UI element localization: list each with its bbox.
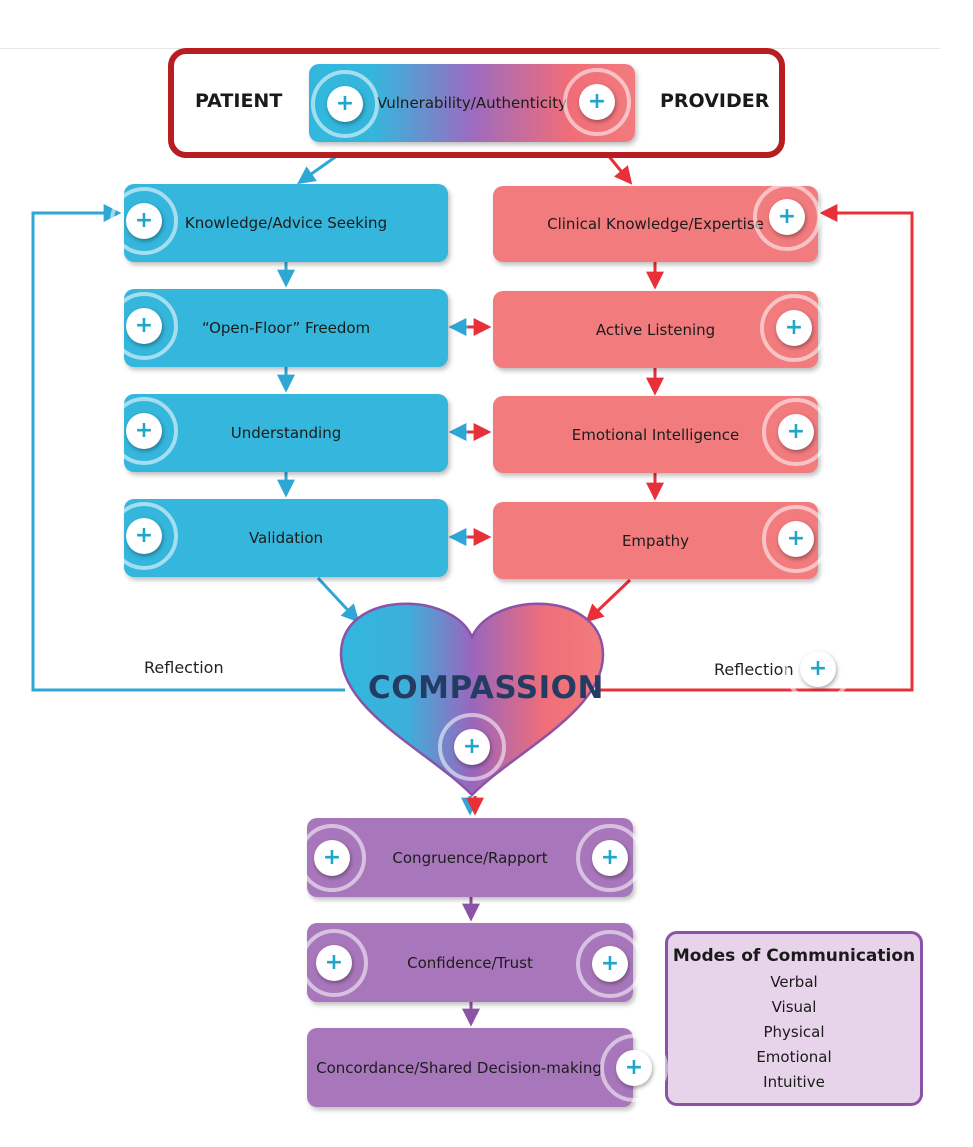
hotspot-confidence-patient[interactable]: + <box>300 929 368 997</box>
mode-item-intuitive: Intuitive <box>763 1073 825 1091</box>
hotspot-understanding[interactable]: + <box>110 397 178 465</box>
outcome-box-label: Concordance/Shared Decision-making <box>316 1058 602 1077</box>
outcome-box-concordance: Concordance/Shared Decision-making <box>307 1028 633 1107</box>
plus-icon[interactable]: + <box>778 521 814 557</box>
hotspot-concordance[interactable]: + <box>600 1034 668 1102</box>
mode-item-physical: Physical <box>763 1023 825 1041</box>
hotspot-congruence-patient[interactable]: + <box>298 824 366 892</box>
reflection-loop-patient <box>31 204 345 692</box>
provider-box-label: Emotional Intelligence <box>571 425 740 444</box>
hotspot-empathy[interactable]: + <box>762 505 830 573</box>
hotspot-vulnerability-provider[interactable]: + <box>563 68 631 136</box>
plus-icon[interactable]: + <box>454 729 490 765</box>
plus-icon[interactable]: + <box>314 840 350 876</box>
patient-box-label: Knowledge/Advice Seeking <box>184 214 388 232</box>
arrow-empathy-to-heart <box>585 578 632 623</box>
mode-item-verbal: Verbal <box>770 973 818 991</box>
patient-box-knowledge: Knowledge/Advice Seeking <box>124 184 448 262</box>
hotspot-open-floor[interactable]: + <box>110 292 178 360</box>
plus-icon[interactable]: + <box>769 199 805 235</box>
plus-icon[interactable]: + <box>126 518 162 554</box>
vulnerability-label: Vulnerability/Authenticity <box>377 94 567 112</box>
patient-box-understanding: Understanding <box>124 394 448 472</box>
patient-heading: PATIENT <box>195 90 283 112</box>
patient-box-validation: Validation <box>124 499 448 577</box>
reflection-label-left: Reflection <box>144 658 224 677</box>
provider-box-label: Active Listening <box>595 320 716 339</box>
plus-icon[interactable]: + <box>327 86 363 122</box>
patient-box-label: Understanding <box>230 424 342 442</box>
provider-box-label: Clinical Knowledge/Expertise <box>547 215 764 233</box>
hotspot-compassion[interactable]: + <box>438 713 506 781</box>
outcome-box-label: Confidence/Trust <box>407 953 533 972</box>
hotspot-confidence-provider[interactable]: + <box>576 930 644 998</box>
plus-icon[interactable]: + <box>592 840 628 876</box>
plus-icon[interactable]: + <box>126 203 162 239</box>
hotspot-congruence-provider[interactable]: + <box>576 824 644 892</box>
plus-icon[interactable]: + <box>316 945 352 981</box>
plus-icon[interactable]: + <box>579 84 615 120</box>
plus-icon[interactable]: + <box>616 1050 652 1086</box>
hotspot-emotional-intelligence[interactable]: + <box>762 398 830 466</box>
hotspot-vulnerability-patient[interactable]: + <box>311 70 379 138</box>
compassion-label: COMPASSION <box>368 670 604 706</box>
plus-icon[interactable]: + <box>126 413 162 449</box>
compassion-heart <box>339 602 605 797</box>
provider-heading: PROVIDER <box>660 90 770 112</box>
hotspot-knowledge[interactable]: + <box>110 187 178 255</box>
patient-box-label: Validation <box>248 529 324 547</box>
plus-icon[interactable]: + <box>800 651 836 687</box>
outcome-box-label: Congruence/Rapport <box>392 848 548 867</box>
hotspot-active-listening[interactable]: + <box>760 294 828 362</box>
arrow-validation-to-heart <box>316 576 360 623</box>
patient-box-label: “Open-Floor” Freedom <box>201 319 371 337</box>
reflection-label-right: Reflection <box>714 660 794 679</box>
mode-item-emotional: Emotional <box>756 1048 832 1066</box>
modes-of-communication-panel: Modes of Communication Verbal Visual Phy… <box>665 931 923 1106</box>
mode-item-visual: Visual <box>771 998 817 1016</box>
reflection-loop-provider <box>600 204 914 692</box>
plus-icon[interactable]: + <box>776 310 812 346</box>
plus-icon[interactable]: + <box>778 414 814 450</box>
provider-box-label: Empathy <box>621 531 690 550</box>
hotspot-clinical-knowledge[interactable]: + <box>753 183 821 251</box>
hotspot-validation[interactable]: + <box>110 502 178 570</box>
hotspot-reflection[interactable]: + <box>784 635 852 703</box>
plus-icon[interactable]: + <box>126 308 162 344</box>
plus-icon[interactable]: + <box>592 946 628 982</box>
patient-box-open-floor: “Open-Floor” Freedom <box>124 289 448 367</box>
modes-title: Modes of Communication <box>672 946 916 966</box>
